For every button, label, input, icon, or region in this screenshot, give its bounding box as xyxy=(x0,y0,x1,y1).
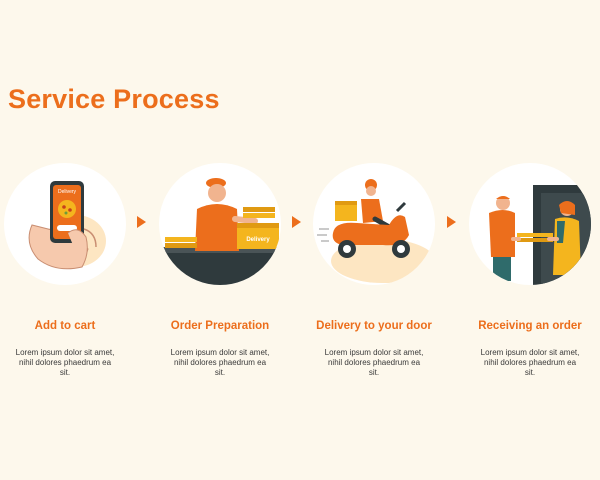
step-title: Add to cart xyxy=(34,320,96,332)
step-description: Lorem ipsum dolor sit amet, nihil dolore… xyxy=(480,348,580,377)
step-description: Lorem ipsum dolor sit amet, nihil dolore… xyxy=(170,348,270,377)
handover-icon xyxy=(489,185,591,285)
step-description: Lorem ipsum dolor sit amet, nihil dolore… xyxy=(324,348,424,377)
arrow-right-icon xyxy=(137,216,146,228)
step-title: Order Preparation xyxy=(170,320,270,332)
step-illustration: Delivery xyxy=(159,163,281,285)
step-delivery: Delivery to your door Lorem ipsum dolor … xyxy=(299,163,449,378)
scooter-courier-icon xyxy=(317,179,435,283)
step-illustration xyxy=(313,163,435,285)
step-add-to-cart: Delivery Add to cart Lorem ipsum dolor s… xyxy=(0,163,140,378)
step-illustration: Delivery xyxy=(4,163,126,285)
arrow-right-icon xyxy=(447,216,456,228)
step-title: Delivery to your door xyxy=(316,320,432,332)
phone-screen-label: Delivery xyxy=(58,189,77,195)
box-label: Delivery xyxy=(246,237,270,243)
step-receiving: Receiving an order Lorem ipsum dolor sit… xyxy=(455,163,600,378)
arrow-right-icon xyxy=(292,216,301,228)
step-order-preparation: Delivery Order Preparation Lorem ipsum d… xyxy=(145,163,295,378)
step-description: Lorem ipsum dolor sit amet, nihil dolore… xyxy=(15,348,115,377)
phone-order-icon: Delivery xyxy=(28,181,106,270)
step-title: Receiving an order xyxy=(478,320,582,332)
page-title: Service Process xyxy=(8,84,220,114)
step-illustration xyxy=(469,163,591,285)
chef-preparing-icon: Delivery xyxy=(159,178,281,285)
